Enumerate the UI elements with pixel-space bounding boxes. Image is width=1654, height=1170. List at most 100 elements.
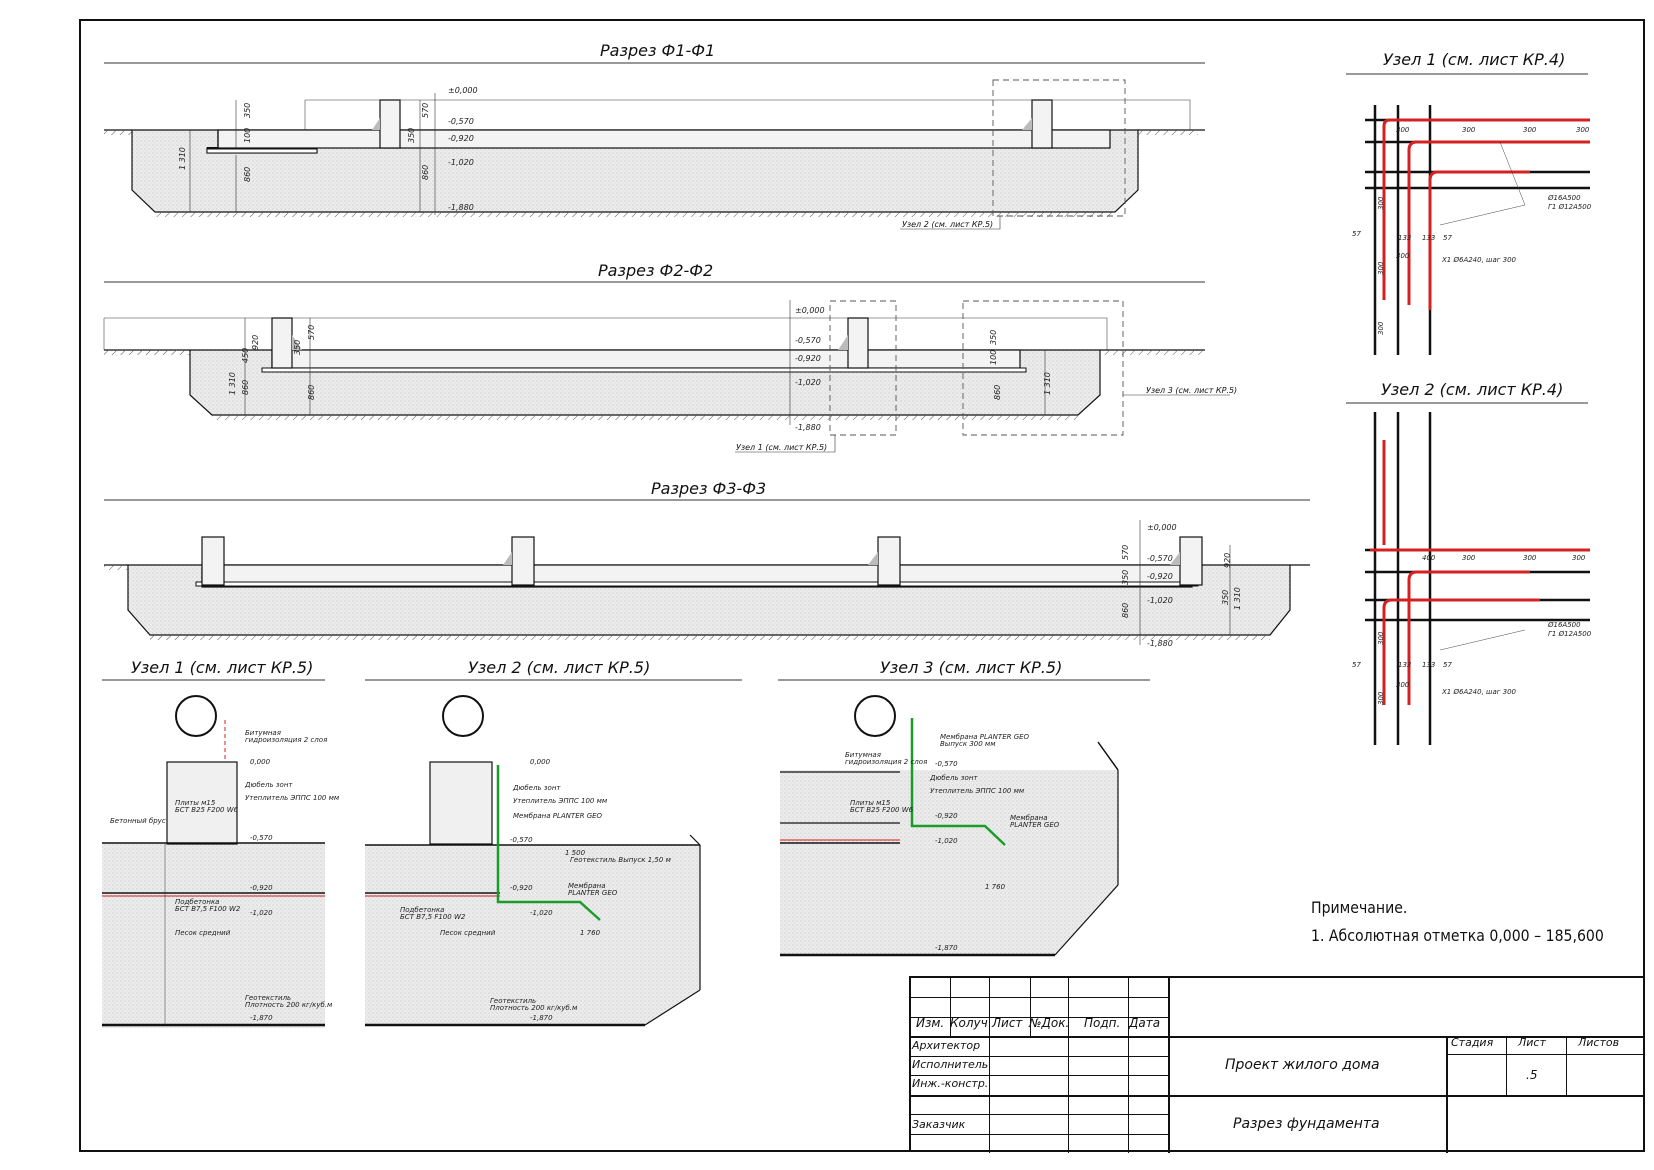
- svg-text:133: 133: [1398, 661, 1411, 669]
- drawing-frame: [79, 19, 1645, 1152]
- svg-text:БСТ В25 F200 W6: БСТ В25 F200 W6: [175, 806, 239, 814]
- svg-text:-0,920: -0,920: [935, 812, 958, 820]
- svg-text:57: 57: [1352, 230, 1361, 238]
- tb-data: Дата: [1129, 1016, 1161, 1030]
- svg-text:Х1 Ø6А240, шаг 300: Х1 Ø6А240, шаг 300: [1441, 688, 1517, 696]
- svg-text:БСТ В25 F200 W6: БСТ В25 F200 W6: [850, 806, 914, 814]
- node2-kp5-title: Узел 2 (см. лист КР.5): [468, 658, 651, 677]
- svg-text:100: 100: [989, 350, 998, 365]
- svg-text:±0,000: ±0,000: [1147, 523, 1177, 532]
- svg-text:-1,880: -1,880: [448, 203, 474, 212]
- svg-text:350: 350: [1221, 590, 1230, 605]
- svg-text:-0,920: -0,920: [510, 884, 533, 892]
- svg-text:Дюбель зонт: Дюбель зонт: [244, 781, 293, 789]
- svg-text:Дюбель зонт: Дюбель зонт: [512, 784, 561, 792]
- tb-executor: Исполнитель: [912, 1058, 989, 1071]
- svg-text:-1,020: -1,020: [250, 909, 273, 917]
- svg-text:Геотекстиль: Геотекстиль: [245, 994, 291, 1002]
- note-heading: Примечание.: [1311, 898, 1408, 917]
- svg-text:-0,570: -0,570: [795, 336, 821, 345]
- svg-text:Песок средний: Песок средний: [175, 929, 231, 937]
- tb-list-value: .5: [1526, 1068, 1538, 1082]
- svg-text:860: 860: [307, 385, 316, 400]
- svg-text:±0,000: ±0,000: [795, 306, 825, 315]
- svg-text:-1,020: -1,020: [1147, 596, 1173, 605]
- node1-kp4-drawing: 300 300 300 300 Ø16А500 Г1 Ø12А500 Х1 Ø6…: [1346, 73, 1592, 355]
- svg-text:-1,880: -1,880: [1147, 639, 1173, 648]
- note-line-1: 1. Абсолютная отметка 0,000 – 185,600: [1311, 926, 1604, 945]
- svg-text:133: 133: [1422, 234, 1435, 242]
- svg-text:-1,020: -1,020: [935, 837, 958, 845]
- tb-sheet-title: Разрез фундамента: [1233, 1116, 1380, 1132]
- f1-node2-callout: Узел 2 (см. лист КР.5): [902, 220, 994, 229]
- svg-text:860: 860: [993, 385, 1002, 400]
- svg-text:300: 300: [1396, 252, 1410, 260]
- svg-text:Утеплитель ЭППС 100 мм: Утеплитель ЭППС 100 мм: [930, 787, 1025, 795]
- svg-text:Геотекстиль: Геотекстиль: [490, 997, 536, 1005]
- svg-text:-0,570: -0,570: [1147, 554, 1173, 563]
- tb-project: Проект жилого дома: [1225, 1057, 1380, 1073]
- section-f3-title: Разрез Ф3-Ф3: [651, 479, 767, 498]
- node1-kp5-drawing: 0,000 -0,570 -0,920 -1,020 -1,870 Бетонн…: [102, 679, 340, 1028]
- svg-text:Мембрана: Мембрана: [1010, 814, 1048, 822]
- tb-list: Лист: [992, 1016, 1023, 1030]
- svg-text:Подбетонка: Подбетонка: [400, 906, 444, 914]
- svg-text:-0,570: -0,570: [448, 117, 474, 126]
- svg-text:Дюбель зонт: Дюбель зонт: [929, 774, 978, 782]
- svg-text:-1,020: -1,020: [448, 158, 474, 167]
- svg-text:570: 570: [1121, 545, 1130, 560]
- svg-text:133: 133: [1422, 661, 1435, 669]
- section-f1-title: Разрез Ф1-Ф1: [600, 41, 716, 60]
- svg-text:Битумная: Битумная: [245, 729, 281, 737]
- svg-text:300: 300: [1576, 126, 1590, 134]
- tb-lists-header: Листов: [1578, 1036, 1620, 1049]
- svg-text:PLANTER GEO: PLANTER GEO: [1010, 821, 1060, 829]
- section-f2-title: Разрез Ф2-Ф2: [598, 261, 714, 280]
- svg-text:Битумная: Битумная: [845, 751, 881, 759]
- svg-text:57: 57: [1352, 661, 1361, 669]
- section-f2-drawing: ±0,000 -0,570 -0,920 -1,020 -1,880 1 310…: [103, 281, 1230, 453]
- node1-kp5-title: Узел 1 (см. лист КР.5): [131, 658, 314, 677]
- svg-text:-1,020: -1,020: [795, 378, 821, 387]
- svg-text:-0,570: -0,570: [250, 834, 273, 842]
- svg-text:1 760: 1 760: [985, 883, 1006, 891]
- svg-text:Ø16А500: Ø16А500: [1547, 194, 1581, 202]
- svg-text:-0,920: -0,920: [250, 884, 273, 892]
- tb-podp: Подп.: [1084, 1016, 1121, 1030]
- svg-text:100: 100: [243, 128, 252, 143]
- tb-koluch: Колуч: [950, 1016, 988, 1030]
- svg-text:гидроизоляция 2 слоя: гидроизоляция 2 слоя: [845, 758, 927, 766]
- svg-text:-1,870: -1,870: [935, 944, 958, 952]
- svg-text:300: 300: [1377, 631, 1385, 645]
- svg-text:Бетонный брус: Бетонный брус: [110, 817, 166, 825]
- svg-text:1 310: 1 310: [1043, 372, 1052, 395]
- svg-text:Ø16А500: Ø16А500: [1547, 621, 1581, 629]
- svg-text:Геотекстиль Выпуск 1,50 м: Геотекстиль Выпуск 1,50 м: [570, 856, 672, 864]
- svg-text:Мембрана PLANTER GEO: Мембрана PLANTER GEO: [940, 733, 1030, 741]
- tb-customer: Заказчик: [912, 1118, 966, 1131]
- svg-text:300: 300: [1396, 681, 1410, 689]
- svg-text:-1,870: -1,870: [250, 1014, 273, 1022]
- node1-kp4-title: Узел 1 (см. лист КР.4): [1383, 50, 1566, 69]
- svg-text:гидроизоляция 2 слоя: гидроизоляция 2 слоя: [245, 736, 327, 744]
- svg-text:300: 300: [1462, 126, 1476, 134]
- f2-node3-callout: Узел 3 (см. лист КР.5): [1146, 386, 1238, 395]
- svg-text:БСТ В7,5 F100 W2: БСТ В7,5 F100 W2: [175, 905, 241, 913]
- svg-text:PLANTER GEO: PLANTER GEO: [568, 889, 618, 897]
- svg-text:300: 300: [1377, 196, 1385, 210]
- svg-text:1 310: 1 310: [228, 372, 237, 395]
- svg-text:300: 300: [1572, 554, 1586, 562]
- svg-text:133: 133: [1398, 234, 1411, 242]
- tb-ndok: №Док.: [1029, 1016, 1070, 1030]
- svg-text:Х1 Ø6А240, шаг 300: Х1 Ø6А240, шаг 300: [1441, 256, 1517, 264]
- svg-text:Утеплитель ЭППС 100 мм: Утеплитель ЭППС 100 мм: [245, 794, 340, 802]
- svg-text:Плотность 200 кг/куб.м: Плотность 200 кг/куб.м: [490, 1004, 578, 1012]
- svg-text:350: 350: [407, 128, 416, 143]
- svg-text:±0,000: ±0,000: [448, 86, 478, 95]
- svg-text:0,000: 0,000: [530, 758, 551, 766]
- svg-text:300: 300: [1377, 321, 1385, 335]
- node2-kp4-title: Узел 2 (см. лист КР.4): [1381, 380, 1564, 399]
- svg-text:-0,570: -0,570: [935, 760, 958, 768]
- svg-text:Утеплитель ЭППС 100 мм: Утеплитель ЭППС 100 мм: [513, 797, 608, 805]
